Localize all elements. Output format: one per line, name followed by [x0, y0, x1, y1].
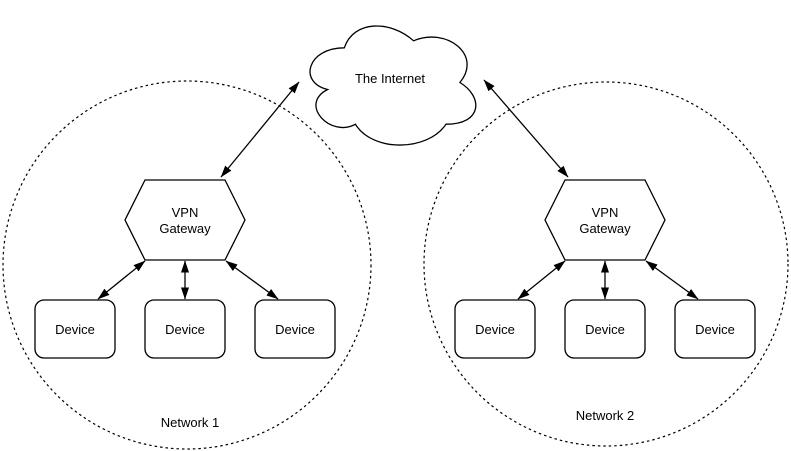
network-2-name-label: Network 2 — [576, 408, 635, 423]
network-2-device-3-box — [674, 299, 756, 359]
network-1-device-3-box — [254, 299, 336, 359]
network-2-device-2-label: Device — [585, 322, 625, 337]
vpn-gateway-2-shape — [544, 179, 666, 261]
link-gateway-1-device-3 — [225, 260, 279, 300]
network-2-device-3-label: Device — [695, 322, 735, 337]
link-internet-gateway-2 — [483, 79, 569, 178]
network-1-boundary-circle — [2, 80, 372, 450]
vpn-gateway-1-label-line2: Gateway — [159, 221, 211, 236]
network-2-device-1-label: Device — [475, 322, 515, 337]
vpn-gateway-2-label-line1: VPN — [592, 205, 619, 220]
vpn-gateway-2-label-line2: Gateway — [579, 221, 631, 236]
vpn-gateway-1-shape — [124, 179, 246, 261]
network-1-device-2-box — [144, 299, 226, 359]
network-2-device-1-box — [454, 299, 536, 359]
network-2-boundary-circle — [423, 81, 789, 447]
vpn-gateway-1-label-line1: VPN — [172, 205, 199, 220]
link-gateway-2-device-3 — [645, 260, 699, 300]
link-gateway-2-device-1 — [517, 260, 566, 300]
internet-cloud-label: The Internet — [355, 71, 425, 86]
internet-cloud-shape — [309, 25, 477, 146]
network-1-device-2-label: Device — [165, 322, 205, 337]
network-2-device-2-box — [564, 299, 646, 359]
network-1-device-1-box — [34, 299, 116, 359]
link-internet-gateway-1 — [220, 81, 300, 178]
link-gateway-1-device-1 — [97, 260, 146, 300]
network-1-device-1-label: Device — [55, 322, 95, 337]
network-1-name-label: Network 1 — [161, 415, 220, 430]
network-1-device-3-label: Device — [275, 322, 315, 337]
